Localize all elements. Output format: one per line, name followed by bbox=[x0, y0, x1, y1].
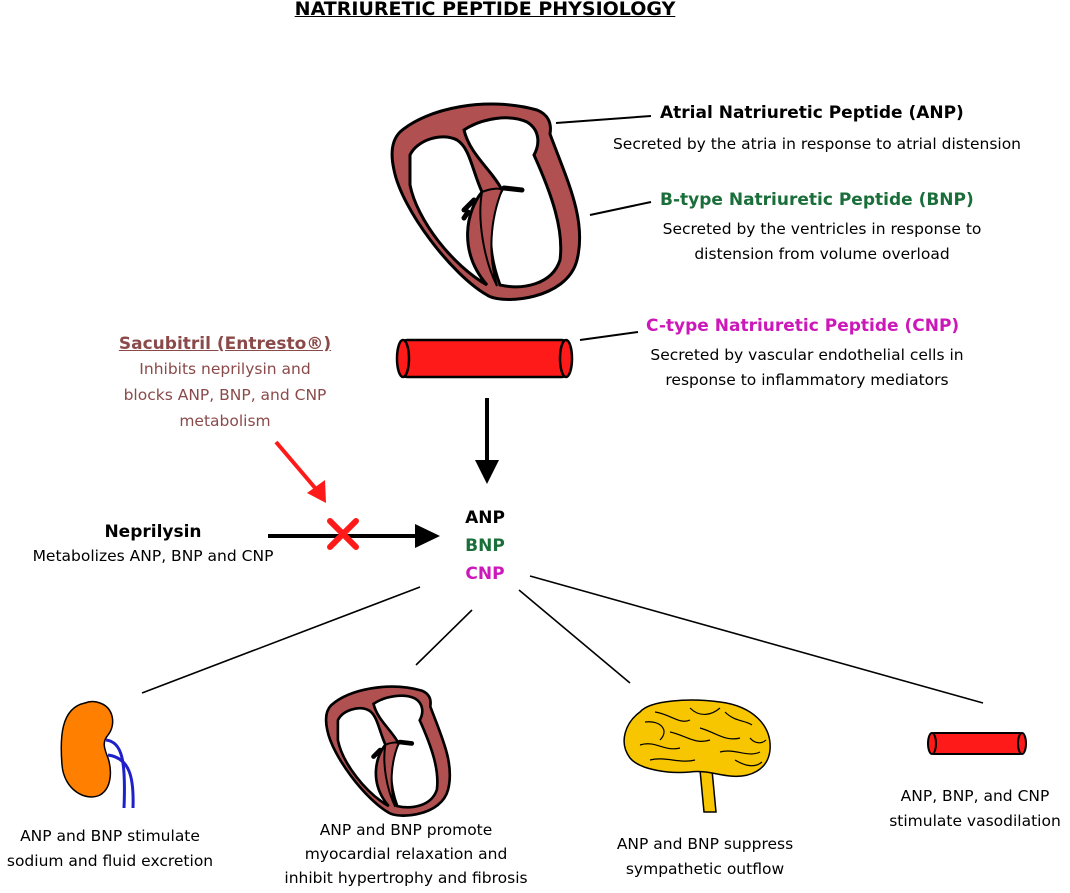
cnp-description-line1: Secreted by vascular endothelial cells i… bbox=[650, 346, 964, 364]
anp-title: Atrial Natriuretic Peptide (ANP) bbox=[660, 103, 964, 123]
bnp-description: Secreted by the ventricles in response t… bbox=[620, 217, 1024, 267]
center-peptides: ANP BNP CNP bbox=[450, 504, 520, 588]
center-cnp: CNP bbox=[465, 564, 505, 584]
kidney-effect-line2: sodium and fluid excretion bbox=[6, 852, 214, 870]
vessel-effect-line2: stimulate vasodilation bbox=[889, 812, 1061, 830]
sacubitril-block: Sacubitril (Entresto®) Inhibits neprilys… bbox=[70, 332, 380, 434]
sacubitril-line3: metabolism bbox=[179, 412, 271, 430]
heart-effect-line2: myocardial relaxation and bbox=[304, 845, 508, 863]
brain-icon bbox=[623, 699, 771, 813]
sacubitril-line2: blocks ANP, BNP, and CNP bbox=[123, 386, 327, 404]
page-title: NATRIURETIC PEPTIDE PHYSIOLOGY bbox=[294, 0, 676, 20]
heart-icon bbox=[390, 102, 582, 301]
blocked-x-icon bbox=[327, 518, 359, 550]
small-heart-icon bbox=[324, 685, 452, 817]
down-arrow-icon bbox=[475, 398, 499, 484]
center-bnp: BNP bbox=[465, 536, 505, 556]
kidney-effect-line1: ANP and BNP stimulate bbox=[20, 827, 200, 845]
vessel-effect: ANP, BNP, and CNP stimulate vasodilation bbox=[880, 784, 1070, 834]
kidney-effect: ANP and BNP stimulate sodium and fluid e… bbox=[0, 824, 220, 874]
neprilysin-block: Neprilysin Metabolizes ANP, BNP and CNP bbox=[10, 520, 296, 568]
brain-effect-line1: ANP and BNP suppress bbox=[616, 835, 794, 853]
sacubitril-line1: Inhibits neprilysin and bbox=[139, 360, 311, 378]
inhibition-arrow-icon bbox=[274, 440, 326, 503]
bnp-title: B-type Natriuretic Peptide (BNP) bbox=[660, 190, 974, 210]
center-anp: ANP bbox=[465, 508, 505, 528]
small-blood-vessel-icon bbox=[927, 732, 1027, 755]
vessel-effect-line1: ANP, BNP, and CNP bbox=[900, 787, 1050, 805]
bnp-description-line2: distension from volume overload bbox=[694, 245, 950, 263]
cnp-description-line2: response to inflammatory mediators bbox=[665, 371, 949, 389]
sacubitril-title: Sacubitril (Entresto®) bbox=[118, 334, 332, 354]
blood-vessel-icon bbox=[395, 338, 574, 379]
heart-effect-line3: inhibit hypertrophy and fibrosis bbox=[284, 869, 528, 887]
cnp-title: C-type Natriuretic Peptide (CNP) bbox=[646, 316, 960, 336]
bnp-description-line1: Secreted by the ventricles in response t… bbox=[662, 220, 982, 238]
heart-effect-line1: ANP and BNP promote bbox=[319, 821, 493, 839]
kidney-icon bbox=[60, 700, 135, 809]
brain-effect: ANP and BNP suppress sympathetic outflow bbox=[600, 832, 810, 882]
cnp-description: Secreted by vascular endothelial cells i… bbox=[610, 343, 1004, 393]
brain-effect-line2: sympathetic outflow bbox=[625, 860, 785, 878]
neprilysin-description: Metabolizes ANP, BNP and CNP bbox=[32, 547, 274, 565]
anp-description: Secreted by the atria in response to atr… bbox=[612, 135, 1022, 153]
neprilysin-title: Neprilysin bbox=[104, 522, 202, 542]
heart-effect: ANP and BNP promote myocardial relaxatio… bbox=[264, 818, 548, 890]
